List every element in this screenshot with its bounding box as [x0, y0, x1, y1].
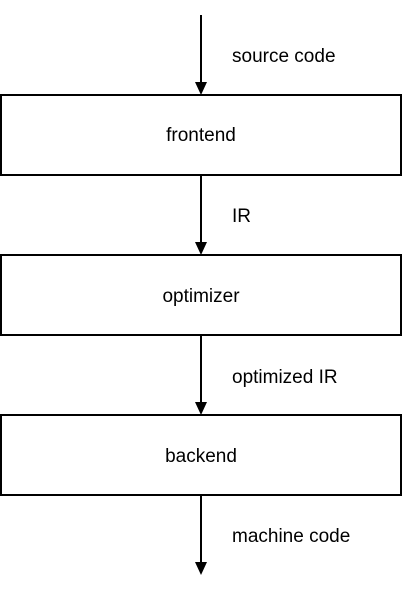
node-backend-box: [0, 414, 402, 496]
edge-source-code-arrowhead: [195, 82, 207, 95]
node-backend-label: backend: [165, 446, 237, 467]
node-frontend: frontend: [0, 94, 402, 176]
node-optimizer-label: optimizer: [162, 286, 240, 307]
edge-ir-arrowhead: [195, 242, 207, 255]
edge-optimized-ir: optimized IR: [195, 335, 338, 415]
edge-machine-code-arrowhead: [195, 562, 207, 575]
edge-label-optimized-ir: optimized IR: [232, 367, 338, 388]
edge-machine-code: machine code: [195, 495, 350, 575]
node-optimizer: optimizer: [0, 254, 402, 336]
node-optimizer-box: [0, 254, 402, 336]
edge-label-machine-code: machine code: [232, 526, 350, 547]
edge-label-source-code: source code: [232, 46, 336, 67]
node-frontend-label: frontend: [166, 125, 236, 146]
edge-ir: IR: [195, 175, 251, 255]
edge-source-code: source code: [195, 15, 336, 95]
edge-optimized-ir-arrowhead: [195, 402, 207, 415]
edge-label-ir: IR: [232, 206, 251, 227]
node-backend: backend: [0, 414, 402, 496]
